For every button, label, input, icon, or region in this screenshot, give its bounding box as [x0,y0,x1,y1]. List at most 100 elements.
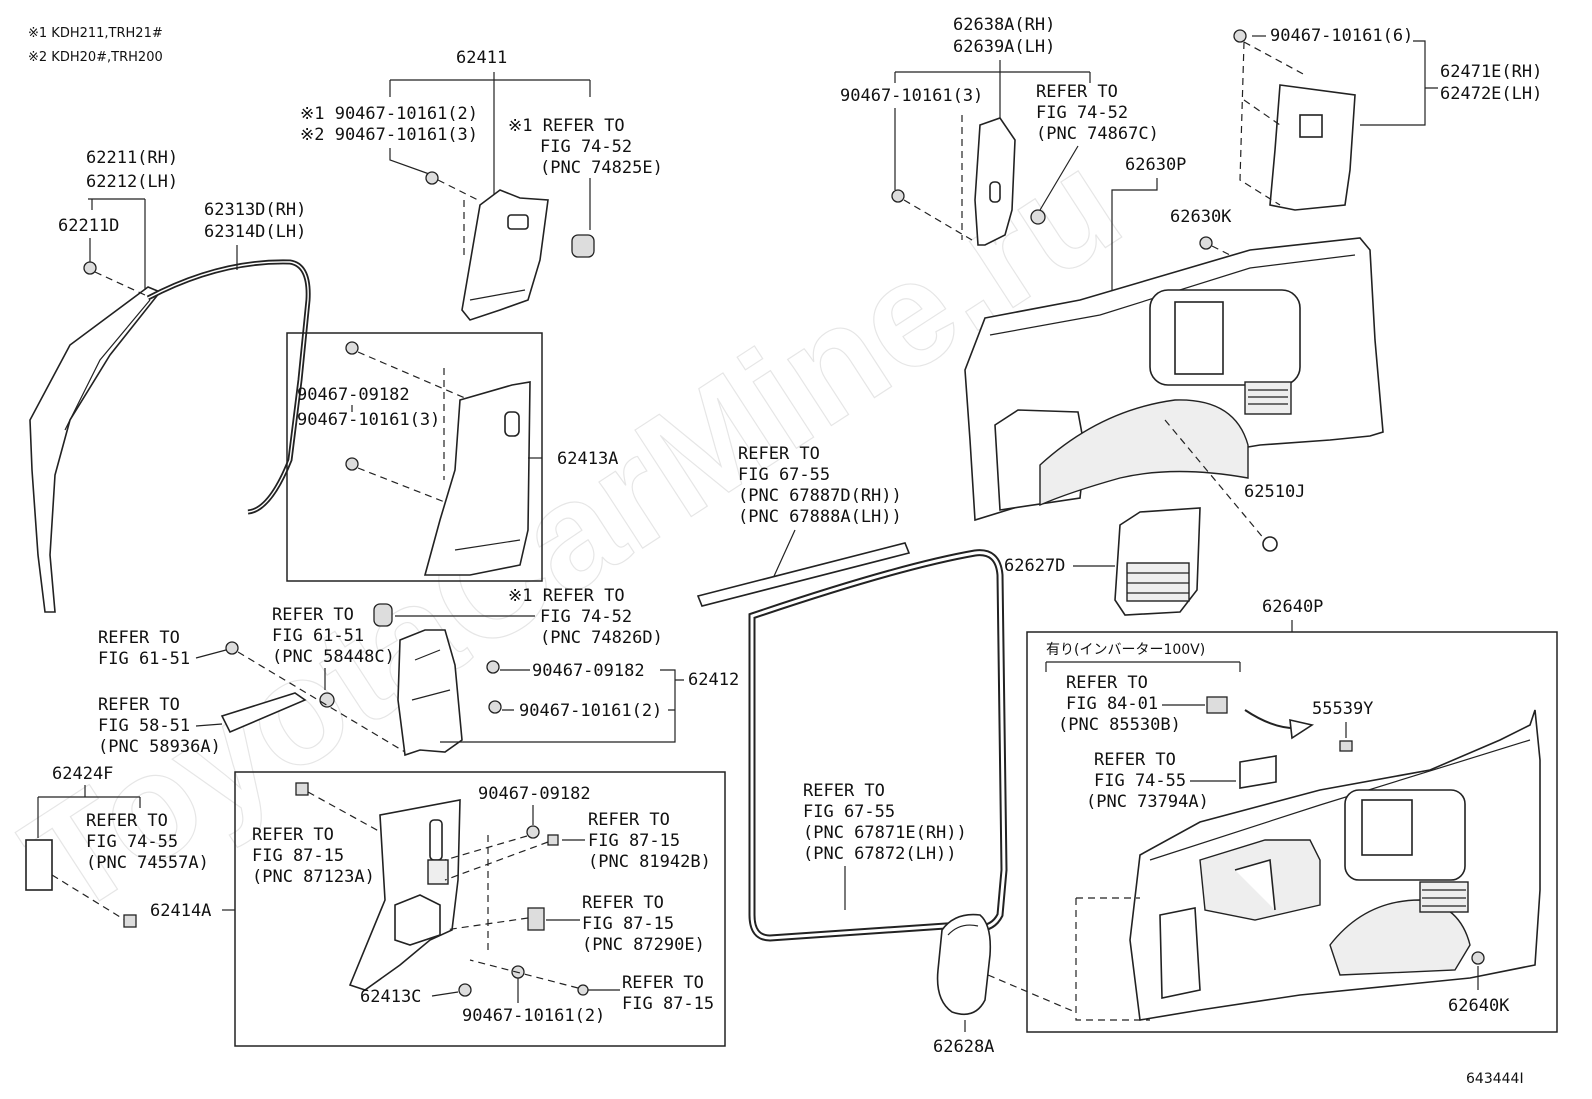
label-55539y: 55539Y [1312,699,1373,719]
label-62640k: 62640K [1448,996,1510,1016]
clip-62211d[interactable] [83,261,97,275]
part-62413c[interactable] [458,983,472,997]
label-62630k: 62630K [1170,207,1232,227]
clip-62630k[interactable] [1199,236,1213,250]
part-74557a[interactable] [123,914,137,928]
part-74825e[interactable] [571,234,595,258]
part-62211-pillar-garnish[interactable] [29,286,162,613]
label-62424f: 62424F [52,764,113,784]
label-62640p: 62640P [1262,597,1323,617]
label-ref1-c: (PNC 74825E) [540,158,663,178]
label-ref6755-c: (PNC 67887D(RH)) [738,486,902,506]
label-ref8715c-b: FIG 87-15 [582,914,674,934]
label-clip-09182-b: 90467-09182 [532,661,645,681]
label-ref8401-a: REFER TO [1066,673,1148,693]
label-62314d: 62314D(LH) [204,222,306,242]
part-55539y[interactable] [1339,740,1353,752]
label-62212lh: 62212(LH) [86,172,178,192]
label-ref6151b-b: FIG 61-51 [98,649,190,669]
label-clip-10161-6: 90467-10161(6) [1270,26,1413,46]
label-62630p: 62630P [1125,155,1186,175]
label-ref8715b-b: FIG 87-15 [588,831,680,851]
label-62627d: 62627D [1004,556,1065,576]
label-clip-10161-2b: 90467-10161(2) [462,1006,605,1026]
label-62413c: 62413C [360,987,421,1007]
label-ref7455-c: (PNC 74557A) [86,853,209,873]
clip-62411[interactable] [425,171,439,185]
part-62424f[interactable] [25,839,53,891]
label-ref6755-b: FIG 67-55 [738,465,830,485]
clip-10161-b[interactable] [891,189,905,203]
part-58936a[interactable] [220,692,307,734]
clip-09182-b[interactable] [486,660,500,674]
label-62412: 62412 [688,670,739,690]
label-ref8715c-a: REFER TO [582,893,664,913]
label-note1-clip: ※1 90467-10161(2) [300,104,478,124]
figure-id: 643444I [1466,1071,1524,1087]
label-ref7455b-b: FIG 74-55 [1094,771,1186,791]
part-81942b[interactable] [547,834,559,846]
label-ref7452d-c: (PNC 74826D) [540,628,663,648]
box-62414a [234,771,726,1047]
clip-10161-a[interactable] [345,457,359,471]
label-ref6151b-a: REFER TO [98,628,180,648]
label-clip-09182: 90467-09182 [297,385,410,405]
label-ref7455-a: REFER TO [86,811,168,831]
label-ref7452d-b: FIG 74-52 [540,607,632,627]
clip-09182-a[interactable] [345,341,359,355]
part-62627d-cover[interactable] [1114,507,1201,616]
label-ref6755b-d: (PNC 67872(LH)) [803,844,957,864]
clip-09182-c[interactable] [526,825,540,839]
part-62411-b-pillar-upper[interactable] [461,189,549,321]
label-ref6151a-c: (PNC 58448C) [272,647,395,667]
part-85530b[interactable] [1206,696,1228,714]
part-62628a-cover[interactable] [936,913,992,1016]
clip-10161-6[interactable] [1233,29,1247,43]
part-62510j[interactable] [1262,536,1278,552]
part-87290e[interactable] [527,907,545,931]
part-62471e-d-pillar[interactable] [1269,84,1356,211]
part-62414a-pillar-trim[interactable] [348,799,461,991]
label-62472e: 62472E(LH) [1440,84,1542,104]
part-fig-87-15-screw[interactable] [577,984,589,996]
part-62413a-b-pillar-lower[interactable] [423,381,531,576]
part-74826d[interactable] [373,603,393,627]
box-62413a [286,332,543,582]
part-74867c[interactable] [1030,209,1046,225]
label-62413a: 62413A [557,449,618,469]
label-ref6755-a: REFER TO [738,444,820,464]
part-67871e-door-weatherstrip[interactable] [748,549,1008,942]
part-62638a-c-pillar[interactable] [974,117,1016,246]
label-62411: 62411 [456,48,507,68]
label-ref8715a-a: REFER TO [252,825,334,845]
part-67887d-belt-molding[interactable] [696,542,911,607]
label-clip-09182-c: 90467-09182 [478,784,591,804]
label-ref8715a-c: (PNC 87123A) [252,867,375,887]
part-62313d-weatherstrip[interactable] [146,259,311,515]
label-ref6755b-a: REFER TO [803,781,885,801]
label-ref8715c-c: (PNC 87290E) [582,935,705,955]
part-73794a-cover[interactable] [1239,755,1277,789]
clip-10161-c[interactable] [488,700,502,714]
label-62471e: 62471E(RH) [1440,62,1542,82]
part-62630p-quarter-trim[interactable] [964,237,1384,522]
box-62640p [1026,631,1558,1033]
label-ref8715b-a: REFER TO [588,810,670,830]
label-ref6755-d: (PNC 67888A(LH)) [738,507,902,527]
label-clip-10161-3: 90467-10161(3) [297,410,440,430]
label-62628a: 62628A [933,1037,994,1057]
label-ref7452-a: REFER TO [1036,82,1118,102]
label-ref7455b-a: REFER TO [1094,750,1176,770]
part-fig-61-51-bolt[interactable] [225,641,239,655]
label-ref1-a: ※1 REFER TO [508,116,625,136]
part-58448c[interactable] [319,692,335,708]
clip-62640k[interactable] [1471,951,1485,965]
part-62640p-quarter-trim-lower[interactable] [1129,709,1541,1021]
label-ref6755b-c: (PNC 67871E(RH)) [803,823,967,843]
part-62412-b-pillar-lower-trim[interactable] [397,629,463,757]
part-87123a[interactable] [295,782,309,796]
label-ref8715d-a: REFER TO [622,973,704,993]
arrow-icon [1289,718,1315,740]
label-62510j: 62510J [1244,482,1305,502]
